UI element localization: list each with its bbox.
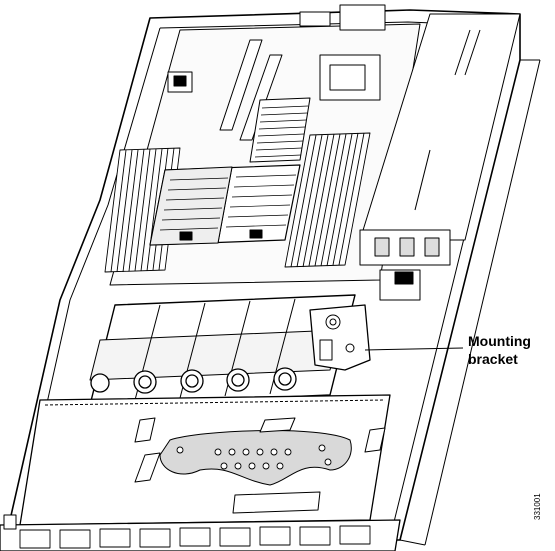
mounting-bracket: [309, 304, 371, 371]
mounting-bracket-callout: Mounting bracket: [468, 332, 531, 368]
small-heatsink: [249, 97, 311, 163]
cpu-heatsinks: [149, 164, 301, 246]
riser-board: [319, 54, 381, 101]
front-panel: [0, 514, 401, 551]
power-supply-bay: [359, 13, 521, 301]
callout-line-1: Mounting: [468, 333, 531, 349]
rear-io-connector: [339, 4, 386, 31]
fan-module: [89, 294, 356, 406]
drive-bay-cover: [19, 394, 391, 526]
plate-holes: [176, 444, 332, 470]
cutout-plate: [159, 430, 352, 486]
figure-id: 331001: [533, 493, 542, 520]
callout-leader-line: [364, 347, 464, 351]
riser-slot: [219, 39, 283, 141]
fan-grilles: [90, 367, 297, 394]
callout-line-2: bracket: [468, 351, 518, 367]
dimm-bank-right: [284, 132, 371, 268]
